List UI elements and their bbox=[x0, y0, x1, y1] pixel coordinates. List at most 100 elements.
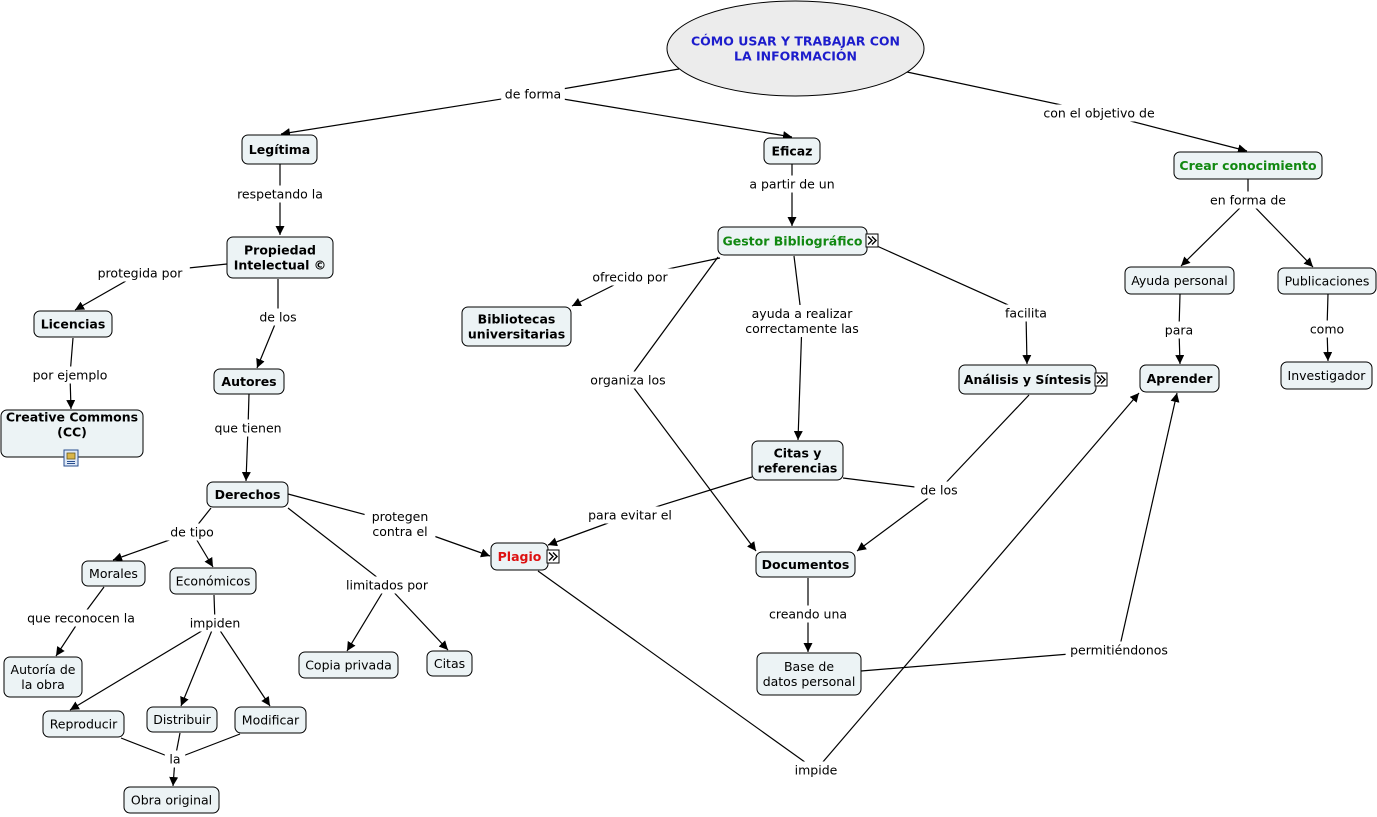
concept-aprender[interactable]: Aprender bbox=[1139, 364, 1220, 393]
link-label-text: para evitar el bbox=[588, 508, 672, 523]
concept-text: Análisis y Síntesis bbox=[964, 372, 1091, 387]
link-label-protegida: protegida por bbox=[90, 264, 190, 282]
double-chevron-icon[interactable] bbox=[1094, 372, 1108, 387]
label-background bbox=[337, 576, 437, 594]
label-background bbox=[1309, 320, 1345, 338]
concept-eficaz[interactable]: Eficaz bbox=[763, 137, 821, 165]
concept-text: Plagio bbox=[498, 549, 542, 564]
link-label-text: impiden bbox=[190, 616, 241, 631]
label-background bbox=[576, 506, 684, 524]
node-box bbox=[1139, 364, 1220, 393]
concept-copia[interactable]: Copia privada bbox=[298, 651, 399, 679]
link-label-permitiendonos: permitiéndonos bbox=[1065, 641, 1173, 659]
concept-citas[interactable]: Citas bbox=[426, 650, 473, 677]
label-background bbox=[791, 761, 841, 779]
concept-analisis[interactable]: Análisis y Síntesis bbox=[958, 364, 1097, 395]
connector-line bbox=[627, 256, 719, 381]
double-chevron-icon[interactable] bbox=[546, 549, 560, 564]
link-label-text: impide bbox=[795, 763, 838, 778]
link-label-text: de los bbox=[259, 310, 296, 325]
concept-text: Gestor Bibliográfico bbox=[723, 234, 863, 249]
link-label-text: como bbox=[1310, 322, 1344, 337]
connector-line bbox=[280, 93, 534, 138]
concept-derechos[interactable]: Derechos bbox=[206, 481, 289, 508]
concept-modificar[interactable]: Modificar bbox=[234, 706, 307, 734]
concept-obra[interactable]: Obra original bbox=[123, 786, 220, 814]
concept-text: Económicos bbox=[176, 574, 251, 589]
label-background bbox=[501, 85, 565, 103]
connector-line bbox=[214, 622, 271, 707]
double-chevron-icon[interactable] bbox=[865, 233, 879, 248]
label-background bbox=[581, 371, 675, 389]
connector-line bbox=[856, 489, 940, 552]
concept-text: Ayuda personal bbox=[1131, 273, 1228, 288]
concept-distribuir[interactable]: Distribuir bbox=[146, 706, 218, 733]
node-box bbox=[426, 650, 473, 677]
concept-licencias[interactable]: Licencias bbox=[33, 310, 113, 338]
label-background bbox=[253, 308, 303, 326]
node-box bbox=[234, 706, 307, 734]
concept-autores[interactable]: Autores bbox=[213, 368, 285, 395]
concept-text: Eficaz bbox=[772, 144, 813, 159]
link-label-text: con el objetivo de bbox=[1043, 106, 1155, 121]
concept-text: Licencias bbox=[41, 317, 106, 332]
node-box bbox=[169, 567, 257, 595]
connector-line bbox=[69, 622, 216, 711]
concept-text: referencias bbox=[758, 461, 838, 476]
concept-text: Morales bbox=[89, 566, 138, 581]
connector-line bbox=[532, 93, 793, 140]
concept-plagio[interactable]: Plagio bbox=[490, 542, 549, 571]
label-background bbox=[1161, 321, 1197, 339]
concept-morales[interactable]: Morales bbox=[81, 560, 146, 587]
link-label-en-forma: en forma de bbox=[1205, 191, 1291, 209]
label-background bbox=[230, 185, 330, 203]
link-label-text: respetando la bbox=[237, 187, 323, 202]
link-label-ofrecido: ofrecido por bbox=[583, 268, 677, 286]
concept-investigador[interactable]: Investigador bbox=[1280, 361, 1373, 390]
connector-line bbox=[241, 427, 251, 482]
concept-crear[interactable]: Crear conocimiento bbox=[1173, 151, 1323, 180]
concept-reproducir[interactable]: Reproducir bbox=[42, 710, 125, 738]
concept-text: Bibliotecas bbox=[478, 312, 556, 327]
concept-text: Creative Commons bbox=[6, 410, 138, 425]
node-box bbox=[213, 368, 285, 395]
concept-economicos[interactable]: Económicos bbox=[169, 567, 257, 595]
node-box bbox=[1280, 361, 1373, 390]
concept-ayuda[interactable]: Ayuda personal bbox=[1124, 266, 1235, 295]
connector-line bbox=[537, 570, 817, 771]
concept-documentos[interactable]: Documentos bbox=[755, 551, 856, 578]
concept-text: Propiedad bbox=[244, 243, 316, 258]
document-icon[interactable] bbox=[63, 449, 79, 467]
concept-publicaciones[interactable]: Publicaciones bbox=[1277, 267, 1377, 295]
link-label-impiden: impiden bbox=[186, 614, 244, 632]
link-label-organiza: organiza los bbox=[581, 371, 675, 389]
link-label-text: correctamente las bbox=[745, 321, 858, 336]
label-background bbox=[583, 268, 677, 286]
concept-text: Copia privada bbox=[305, 658, 392, 673]
connector-line bbox=[867, 241, 1027, 314]
node-box bbox=[756, 652, 862, 696]
label-background bbox=[209, 419, 287, 437]
concept-legitima[interactable]: Legítima bbox=[241, 134, 318, 165]
link-label-text: por ejemplo bbox=[33, 368, 108, 383]
concept-text: Intelectual © bbox=[234, 258, 327, 273]
concept-cc[interactable]: Creative Commons(CC) bbox=[0, 409, 144, 458]
link-label-que-tienen: que tienen bbox=[209, 419, 287, 437]
label-background bbox=[364, 508, 436, 540]
concept-text: universitarias bbox=[468, 327, 565, 342]
label-background bbox=[994, 304, 1058, 322]
concept-text: CÓMO USAR Y TRABAJAR CON bbox=[691, 34, 900, 49]
chevron-shape bbox=[1096, 375, 1102, 384]
connector-line bbox=[346, 584, 388, 652]
concept-gestor[interactable]: Gestor Bibliográfico bbox=[717, 226, 868, 256]
